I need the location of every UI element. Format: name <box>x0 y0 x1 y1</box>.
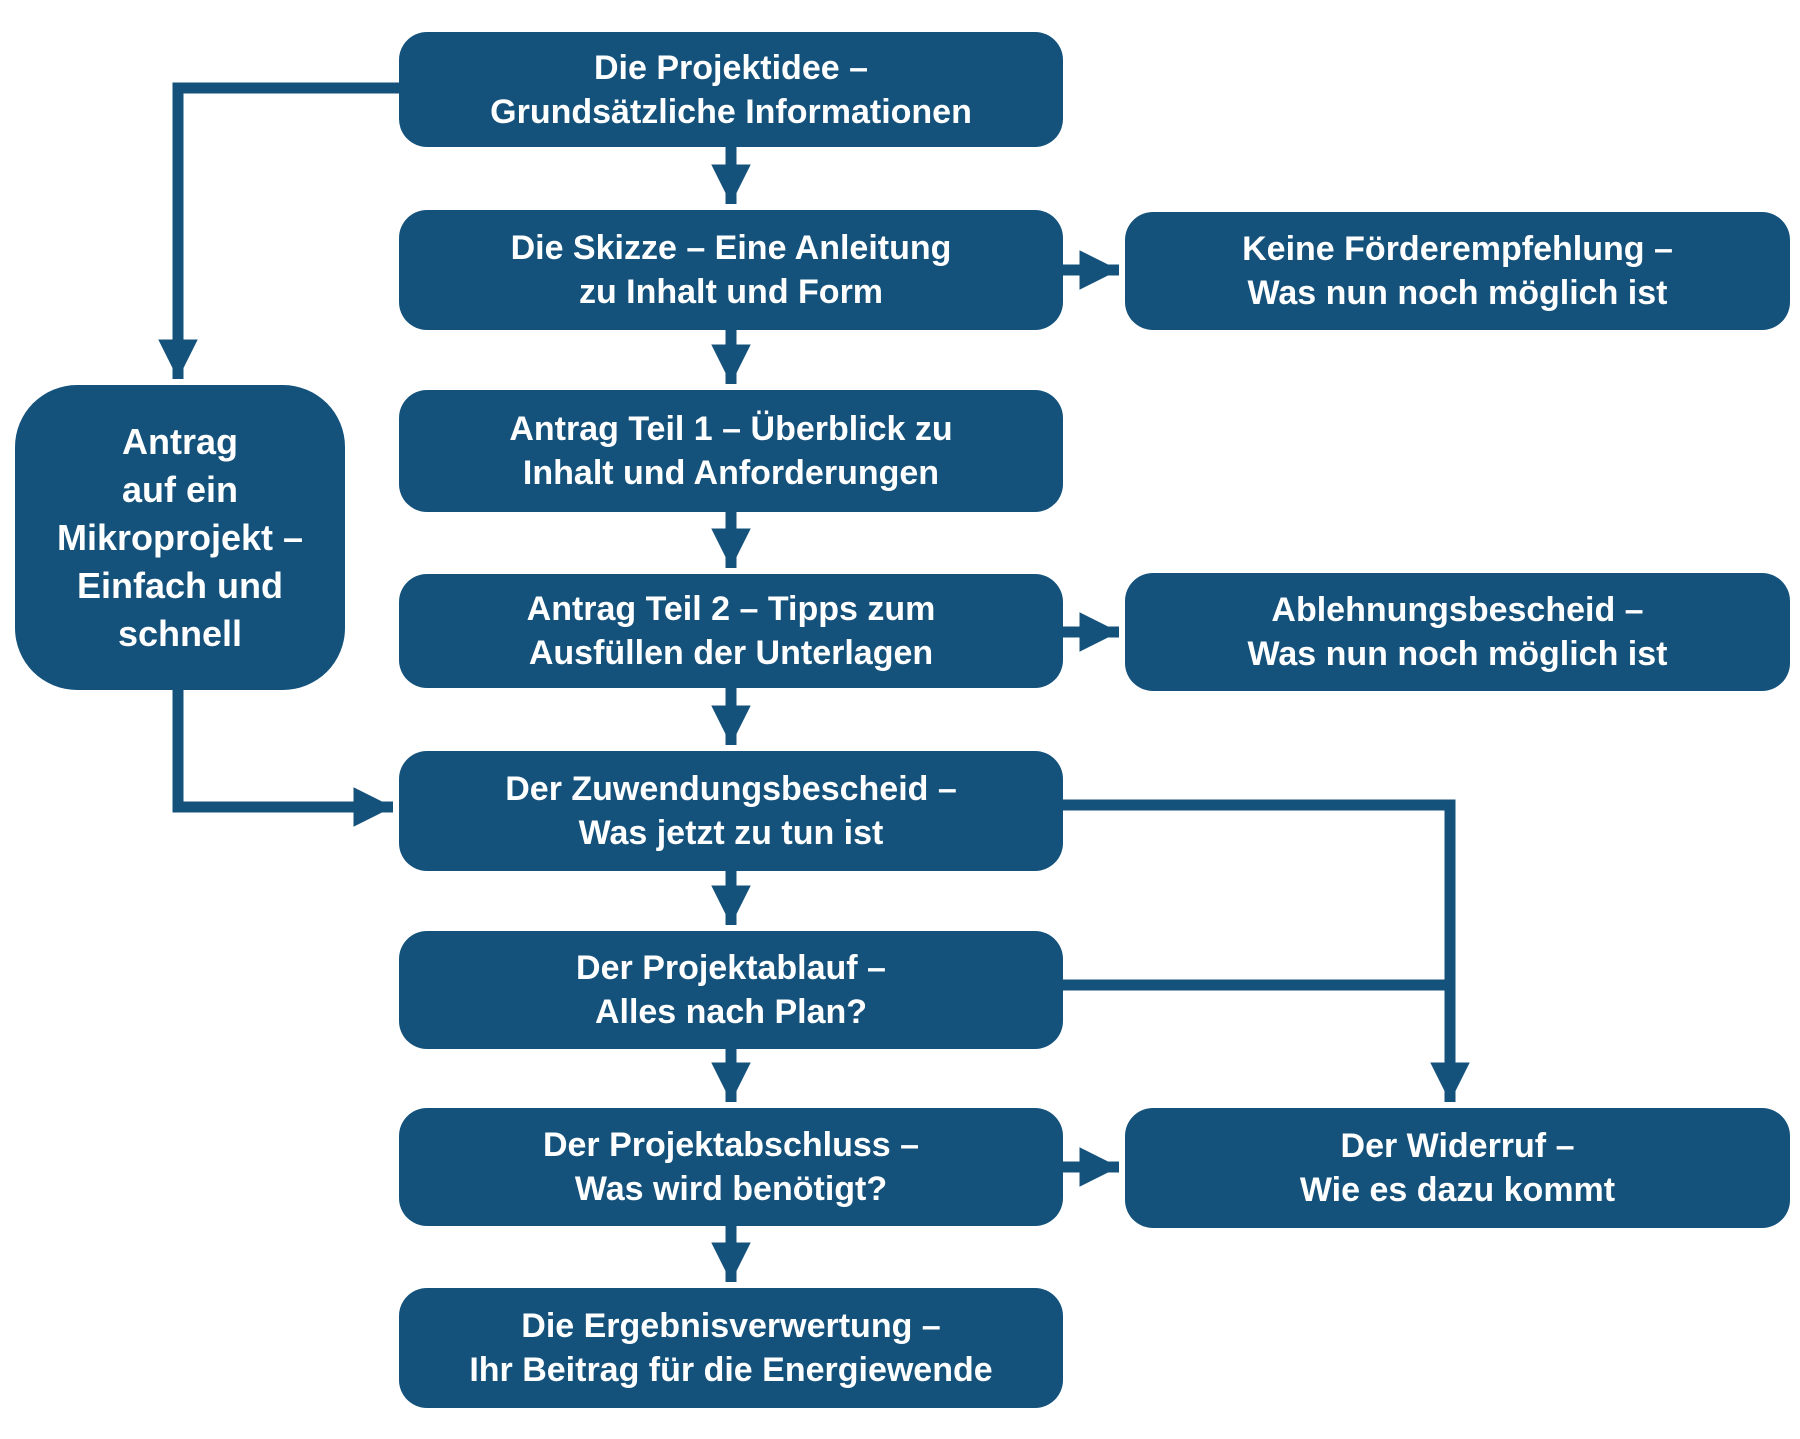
node-projektabschluss: Der Projektabschluss – Was wird benötigt… <box>399 1108 1063 1226</box>
node-mikroprojekt-antrag-line4: Einfach und <box>77 564 283 606</box>
node-projektidee: Die Projektidee – Grundsätzliche Informa… <box>399 32 1063 147</box>
node-skizze: Die Skizze – Eine Anleitung zu Inhalt un… <box>399 210 1063 330</box>
node-zuwendungsbescheid-line2: Was jetzt zu tun ist <box>578 814 884 852</box>
node-skizze-line1: Die Skizze – Eine Anleitung <box>510 229 952 267</box>
node-widerruf-line2: Wie es dazu kommt <box>1299 1171 1616 1209</box>
node-ablehnungsbescheid-line2: Was nun noch möglich ist <box>1247 635 1668 673</box>
node-mikroprojekt-antrag-line1: Antrag <box>122 420 238 462</box>
node-ablehnungsbescheid-line1: Ablehnungsbescheid – <box>1271 591 1644 629</box>
node-ergebnisverwertung-line1: Die Ergebnisverwertung – <box>521 1307 941 1345</box>
node-projektidee-line2: Grundsätzliche Informationen <box>490 92 972 131</box>
node-projektablauf-line1: Der Projektablauf – <box>576 949 886 987</box>
node-antrag-teil-1-line2: Inhalt und Anforderungen <box>522 454 940 492</box>
node-keine-foerderempfehlung: Keine Förderempfehlung – Was nun noch mö… <box>1125 212 1790 330</box>
node-antrag-teil-2-line1: Antrag Teil 2 – Tipps zum <box>526 590 936 628</box>
node-projektablauf-line2: Alles nach Plan? <box>594 993 868 1031</box>
connector-mikroprojekt-to-zuwendung <box>172 690 393 827</box>
node-projektablauf: Der Projektablauf – Alles nach Plan? <box>399 931 1063 1049</box>
node-mikroprojekt-antrag-line3: Mikroprojekt – <box>56 516 304 558</box>
node-mikroprojekt-antrag: Antrag auf ein Mikroprojekt – Einfach un… <box>15 385 345 690</box>
node-antrag-teil-2: Antrag Teil 2 – Tipps zum Ausfüllen der … <box>399 574 1063 688</box>
node-keine-foerderempfehlung-line1: Keine Förderempfehlung – <box>1242 230 1673 268</box>
node-mikroprojekt-antrag-line5: schnell <box>117 612 243 654</box>
node-ergebnisverwertung: Die Ergebnisverwertung – Ihr Beitrag für… <box>399 1288 1063 1408</box>
connector-projektidee-to-mikroprojekt <box>158 82 399 379</box>
node-keine-foerderempfehlung-line2: Was nun noch möglich ist <box>1247 274 1668 312</box>
node-skizze-line2: zu Inhalt und Form <box>578 273 884 311</box>
node-widerruf-line1: Der Widerruf – <box>1340 1127 1575 1165</box>
connector-zuwendung-to-widerruf <box>1063 799 1470 1102</box>
node-mikroprojekt-antrag-line2: auf ein <box>121 468 238 510</box>
node-zuwendungsbescheid-line1: Der Zuwendungsbescheid – <box>505 770 957 808</box>
node-widerruf: Der Widerruf – Wie es dazu kommt <box>1125 1108 1790 1228</box>
node-antrag-teil-1-line1: Antrag Teil 1 – Überblick zu <box>509 410 953 448</box>
node-ergebnisverwertung-line2: Ihr Beitrag für die Energiewende <box>469 1351 993 1389</box>
node-zuwendungsbescheid: Der Zuwendungsbescheid – Was jetzt zu tu… <box>399 751 1063 871</box>
node-projektidee-line1: Die Projektidee – <box>593 48 868 87</box>
node-antrag-teil-1: Antrag Teil 1 – Überblick zu Inhalt und … <box>399 390 1063 512</box>
node-ablehnungsbescheid: Ablehnungsbescheid – Was nun noch möglic… <box>1125 573 1790 691</box>
node-projektabschluss-line2: Was wird benötigt? <box>574 1170 888 1208</box>
node-antrag-teil-2-line2: Ausfüllen der Unterlagen <box>528 634 934 672</box>
node-projektabschluss-line1: Der Projektabschluss – <box>542 1126 920 1164</box>
